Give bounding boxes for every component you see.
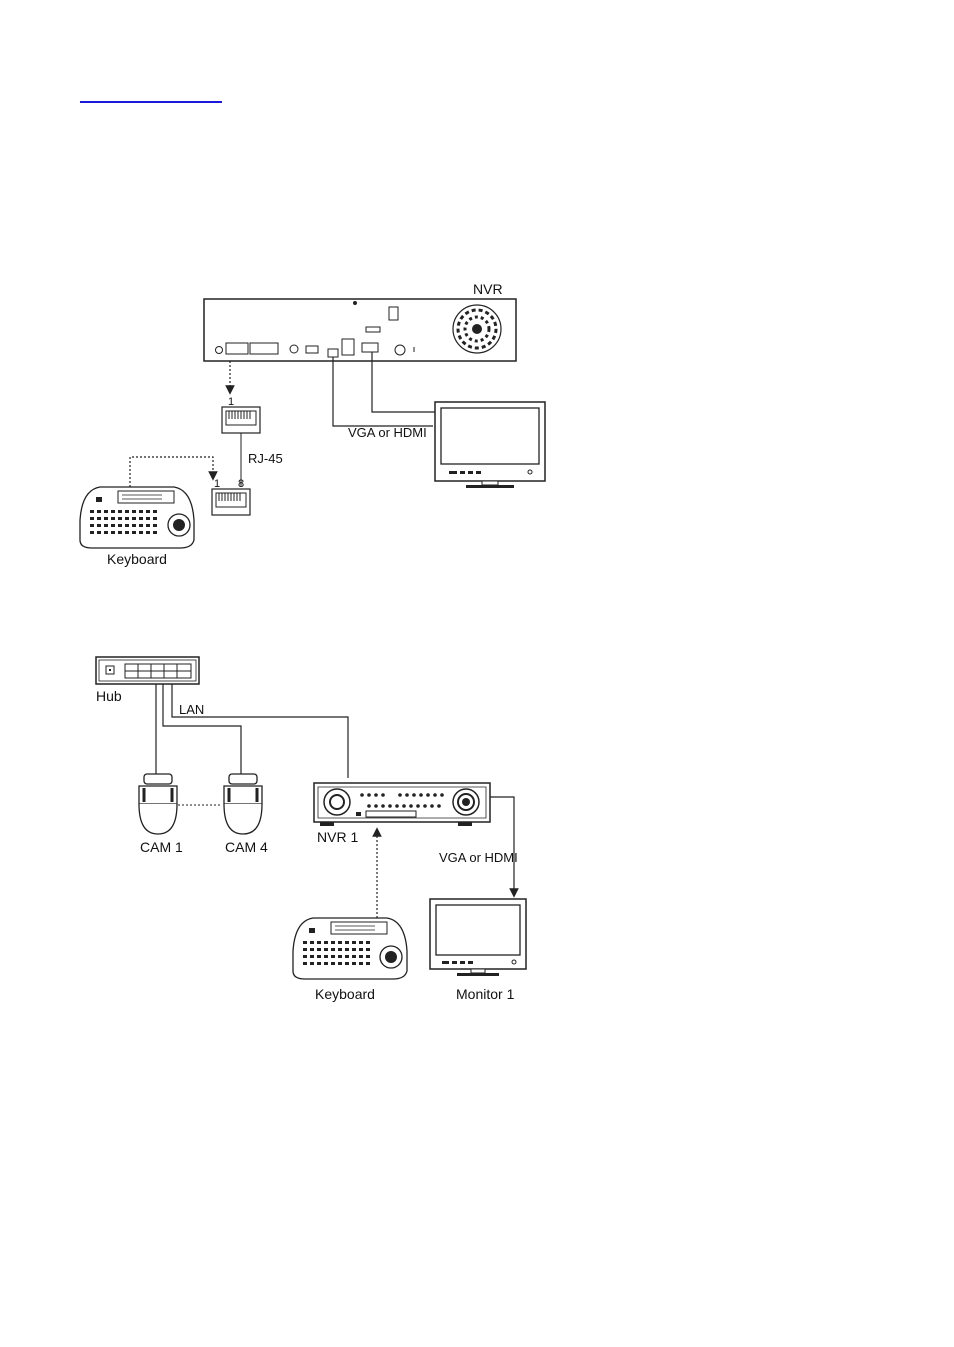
video-label: VGA or HDMI — [348, 425, 427, 440]
diagram-1: NVR 1 RJ-45 1 8 — [80, 281, 545, 567]
rj45-port-bottom — [212, 489, 250, 515]
keyboard-icon — [80, 487, 194, 548]
hub-icon — [96, 657, 199, 684]
hub-label: Hub — [96, 688, 122, 704]
nvr-label: NVR — [473, 281, 503, 297]
nvr1-label: NVR 1 — [317, 829, 358, 845]
pin-label-1: 1 — [228, 396, 234, 408]
lan-label: LAN — [179, 702, 204, 717]
keyboard-2-icon — [293, 918, 407, 979]
pin-label-left: 1 — [214, 478, 220, 490]
monitor-1-icon — [430, 899, 526, 976]
diagram-2: Hub LAN CAM 1 CAM 4 — [96, 657, 526, 1002]
dotted-link-keyboard — [130, 457, 213, 487]
video-label-2: VGA or HDMI — [439, 850, 518, 865]
keyboard-2-label: Keyboard — [315, 986, 375, 1002]
nvr-rear-panel — [204, 299, 516, 361]
cam4-label: CAM 4 — [225, 839, 268, 855]
camera-1-icon — [139, 774, 177, 834]
rj45-port-top — [222, 407, 260, 433]
camera-4-icon — [224, 774, 262, 834]
keyboard-label: Keyboard — [107, 551, 167, 567]
rj45-label: RJ-45 — [248, 451, 283, 466]
monitor-1-label: Monitor 1 — [456, 986, 515, 1002]
pin-label-right: 8 — [238, 478, 244, 490]
monitor-icon — [435, 402, 545, 488]
nvr-front-panel — [314, 783, 490, 826]
cam1-label: CAM 1 — [140, 839, 183, 855]
